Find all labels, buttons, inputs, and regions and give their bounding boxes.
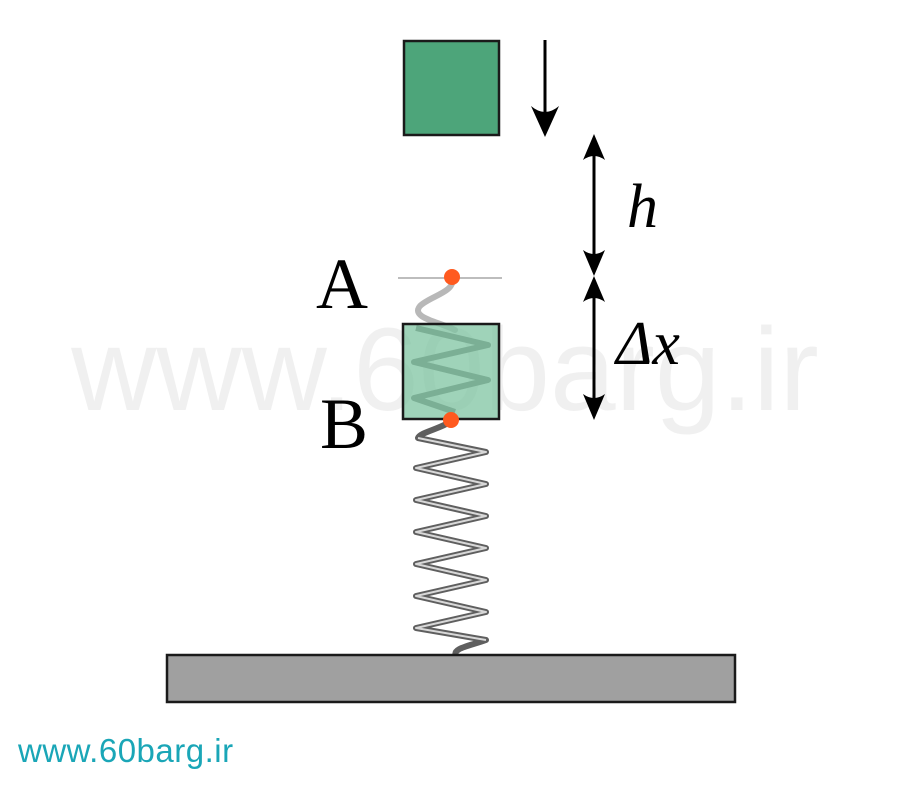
spring-coil-highlight xyxy=(415,437,487,641)
point-a-label: A xyxy=(316,244,368,324)
height-dimension-arrow xyxy=(583,134,605,276)
fall-direction-arrow xyxy=(531,40,559,137)
footer-link[interactable]: www.60barg.ir xyxy=(18,732,234,769)
height-label: h xyxy=(627,173,658,241)
point-b-marker xyxy=(443,412,459,428)
ground-platform xyxy=(165,653,737,704)
compression-dimension-arrow xyxy=(583,276,605,420)
point-a-marker xyxy=(444,269,460,285)
compression-label: Δx xyxy=(613,310,680,378)
falling-block xyxy=(402,39,501,137)
point-b-label: B xyxy=(320,384,368,464)
compressed-block xyxy=(401,322,501,421)
